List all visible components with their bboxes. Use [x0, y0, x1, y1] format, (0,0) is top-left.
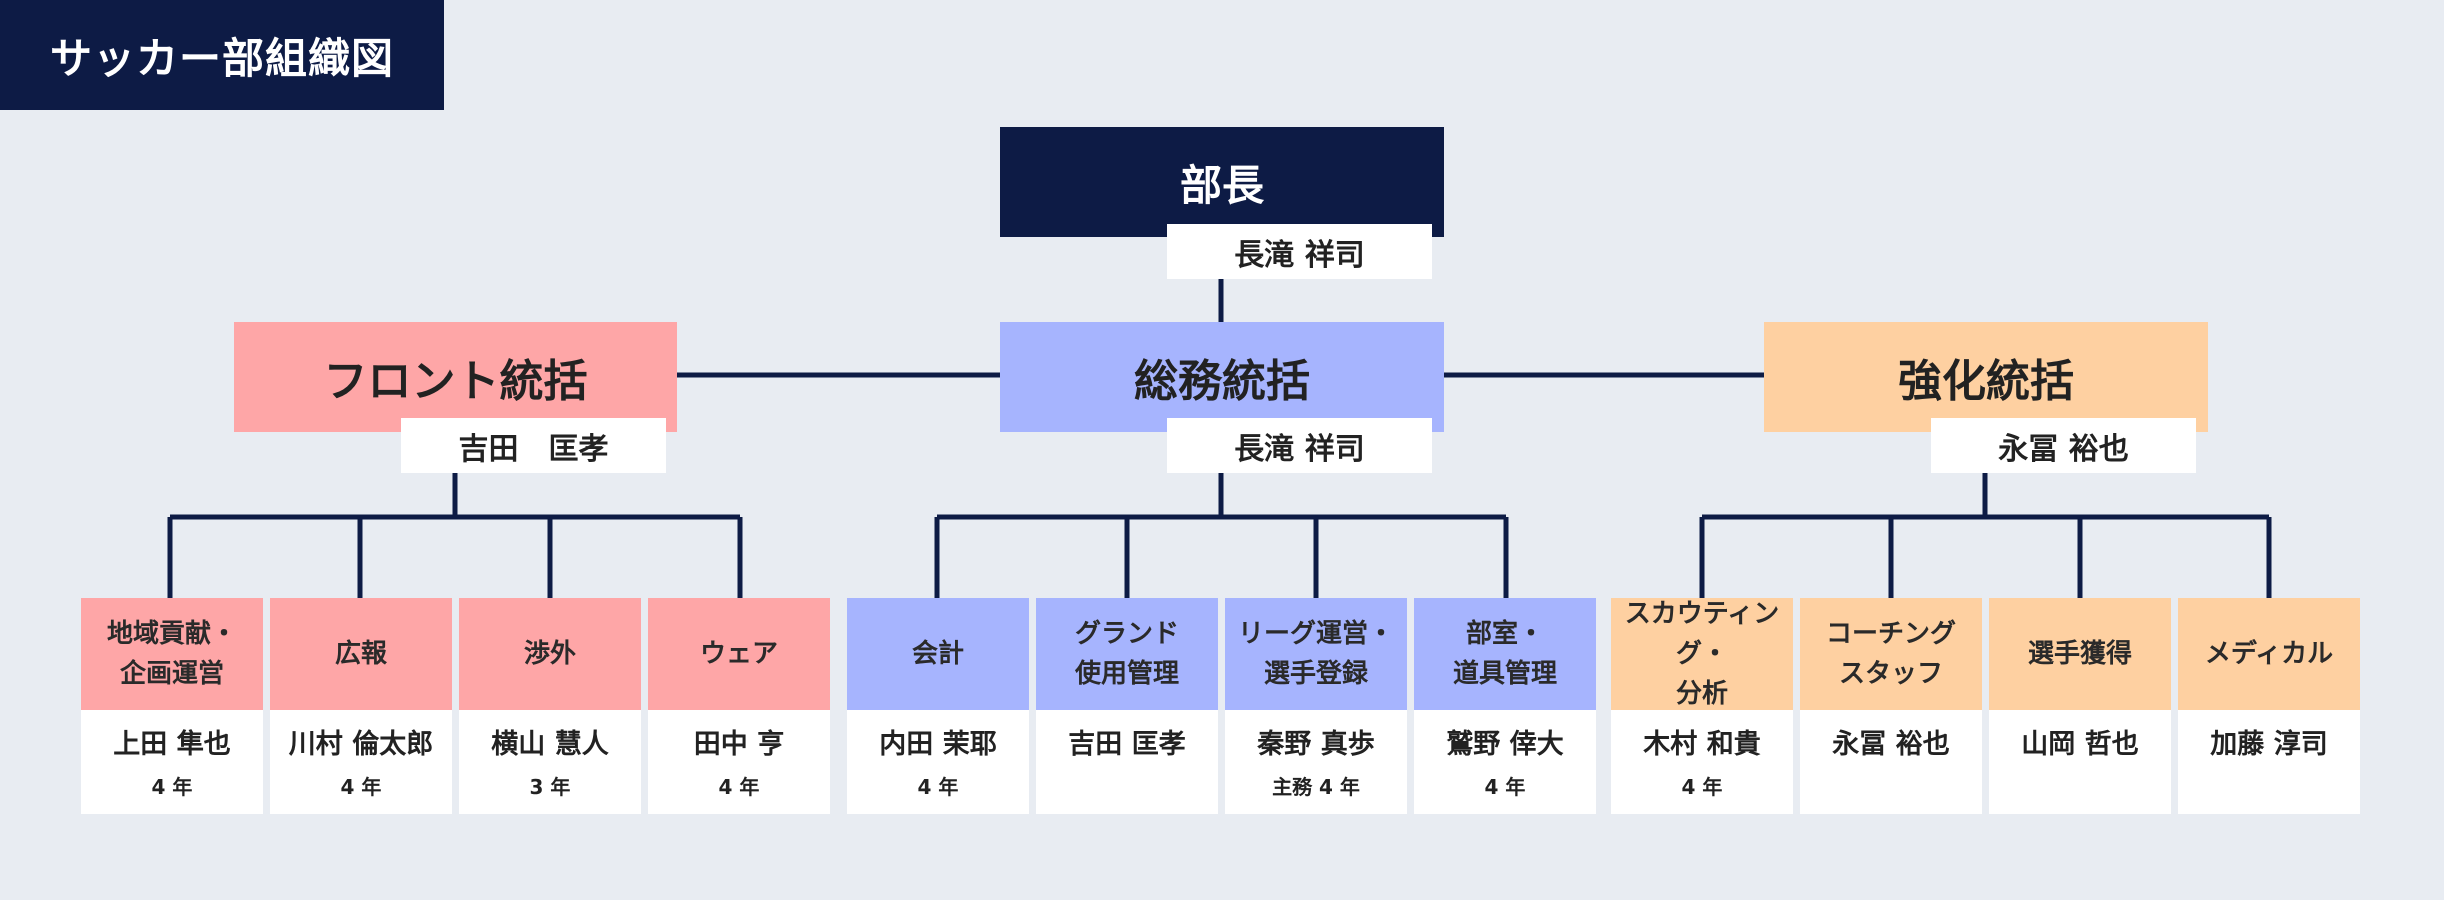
division-strength-name: 永冨 裕也 [1931, 418, 2196, 473]
member-name: 秦野 真歩 [1257, 729, 1375, 760]
division-front-role: フロント統括 [234, 322, 677, 432]
member-name: 加藤 淳司 [2210, 729, 2328, 760]
member-name: 吉田 匡孝 [1068, 729, 1186, 760]
member-year: 4 年 [917, 775, 959, 799]
dept-member: 内田 茉耶 4 年 [847, 710, 1029, 814]
page-title: サッカー部組織図 [0, 0, 444, 110]
member-name: 川村 倫太郎 [288, 729, 434, 760]
dept-label: 地域貢献・ 企画運営 [81, 598, 263, 710]
dept-member: 上田 隼也 4 年 [81, 710, 263, 814]
dept-label: 渉外 [459, 598, 641, 710]
dept-label: 会計 [847, 598, 1029, 710]
dept-member: 永冨 裕也 [1800, 710, 1982, 814]
president-name-tag: 長滝 祥司 [1167, 224, 1432, 279]
dept-member: 川村 倫太郎 4 年 [270, 710, 452, 814]
division-strength-role: 強化統括 [1764, 322, 2208, 432]
dept-label: 広報 [270, 598, 452, 710]
member-name: 上田 隼也 [113, 729, 231, 760]
dept-label: コーチング スタッフ [1800, 598, 1982, 710]
dept-member: 木村 和貴 4 年 [1611, 710, 1793, 814]
dept-member: 加藤 淳司 [2178, 710, 2360, 814]
dept-label: スカウティング・ 分析 [1611, 598, 1793, 710]
member-year: 3 年 [529, 775, 571, 799]
member-name: 田中 亨 [693, 729, 785, 760]
member-year: 4 年 [1681, 775, 1723, 799]
dept-label: 部室・ 道具管理 [1414, 598, 1596, 710]
dept-member: 鷲野 倖大 4 年 [1414, 710, 1596, 814]
dept-label: リーグ運営・ 選手登録 [1225, 598, 1407, 710]
president-role-box: 部長 [1000, 127, 1444, 237]
member-year: 4 年 [340, 775, 382, 799]
member-year: 4 年 [1484, 775, 1526, 799]
dept-label: 選手獲得 [1989, 598, 2171, 710]
dept-member: 横山 慧人 3 年 [459, 710, 641, 814]
division-general-role: 総務統括 [1000, 322, 1444, 432]
dept-member: 山岡 哲也 [1989, 710, 2171, 814]
dept-member: 秦野 真歩 主務 4 年 [1225, 710, 1407, 814]
member-name: 内田 茉耶 [879, 729, 997, 760]
dept-label: グランド 使用管理 [1036, 598, 1218, 710]
member-year: 4 年 [718, 775, 760, 799]
member-name: 木村 和貴 [1643, 729, 1761, 760]
division-front-name: 吉田 匡孝 [401, 418, 666, 473]
member-year: 主務 4 年 [1272, 775, 1360, 799]
member-name: 山岡 哲也 [2021, 729, 2139, 760]
member-year: 4 年 [151, 775, 193, 799]
dept-member: 吉田 匡孝 [1036, 710, 1218, 814]
dept-member: 田中 亨 4 年 [648, 710, 830, 814]
division-general-name: 長滝 祥司 [1167, 418, 1432, 473]
member-name: 横山 慧人 [491, 729, 609, 760]
dept-label: ウェア [648, 598, 830, 710]
member-name: 鷲野 倖大 [1446, 729, 1564, 760]
dept-label: メディカル [2178, 598, 2360, 710]
member-name: 永冨 裕也 [1832, 729, 1950, 760]
